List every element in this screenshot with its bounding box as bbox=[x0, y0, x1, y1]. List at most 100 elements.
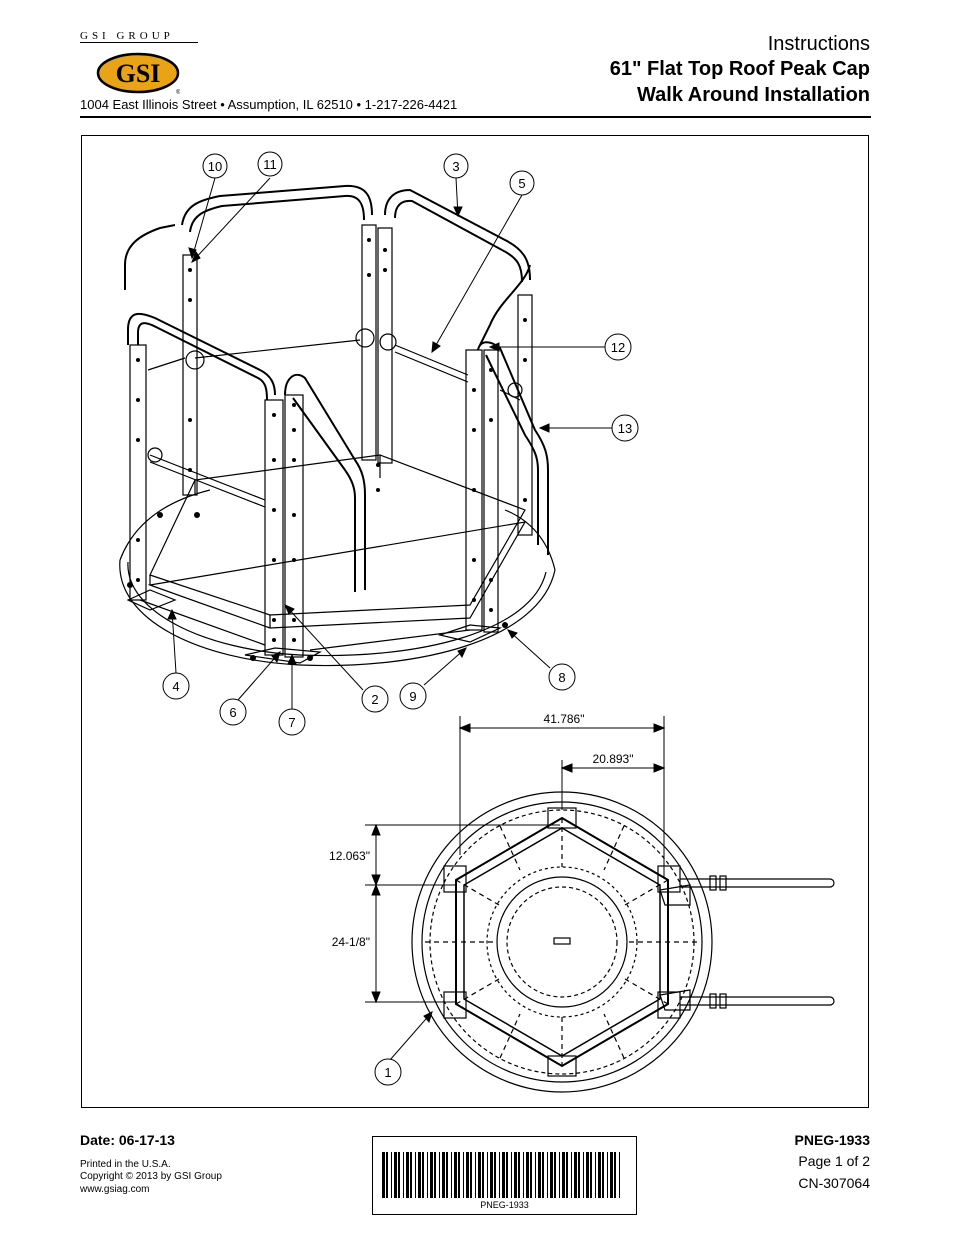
svg-text:®: ® bbox=[176, 89, 180, 96]
base-tabs bbox=[126, 589, 503, 664]
barcode-bar bbox=[391, 1152, 392, 1198]
barcode-bar bbox=[434, 1152, 436, 1198]
barcode-bar bbox=[518, 1152, 520, 1198]
doc-title-line2: Walk Around Installation bbox=[637, 84, 870, 106]
barcode-bar bbox=[454, 1152, 457, 1198]
handrails bbox=[124, 184, 549, 592]
barcode-bar bbox=[526, 1152, 529, 1198]
callout-label: 9 bbox=[409, 689, 416, 704]
barcode-bar bbox=[403, 1152, 404, 1198]
barcode-bar bbox=[559, 1152, 560, 1198]
barcode-bar bbox=[583, 1152, 584, 1198]
barcode-bar bbox=[415, 1152, 416, 1198]
barcode-bar bbox=[470, 1152, 472, 1198]
logo-text: GSI bbox=[116, 59, 161, 88]
dimension-lines bbox=[365, 716, 666, 1061]
company-address: 1004 East Illinois Street • Assumption, … bbox=[80, 97, 458, 112]
barcode-bar bbox=[482, 1152, 484, 1198]
callout-5 bbox=[509, 170, 535, 196]
barcode-bar bbox=[382, 1152, 385, 1198]
barcode-bar bbox=[458, 1152, 460, 1198]
dim-width-half: 20.893" bbox=[593, 752, 634, 766]
barcode-bar bbox=[442, 1152, 445, 1198]
dim-height-upper: 12.063" bbox=[329, 849, 370, 863]
barcode-bar bbox=[586, 1152, 589, 1198]
bolt-holes bbox=[127, 238, 527, 661]
barcode-bar bbox=[550, 1152, 553, 1198]
barcode-bar bbox=[566, 1152, 568, 1198]
doc-type-title: Instructions bbox=[767, 33, 870, 55]
doc-title-line1: 61" Flat Top Roof Peak Cap bbox=[609, 58, 870, 80]
doc-number: PNEG-1933 bbox=[794, 1132, 870, 1148]
barcode-bar bbox=[478, 1152, 481, 1198]
barcode-bar bbox=[502, 1152, 505, 1198]
barcode-bar bbox=[595, 1152, 596, 1198]
callout-9 bbox=[399, 682, 427, 710]
barcode-bar bbox=[530, 1152, 532, 1198]
callout-label: 1 bbox=[384, 1065, 391, 1080]
callout-label: 8 bbox=[558, 670, 565, 685]
figure-frame bbox=[81, 135, 869, 1108]
callout-12 bbox=[604, 333, 632, 361]
dim-width-full: 41.786" bbox=[544, 712, 585, 726]
barcode-bar bbox=[439, 1152, 440, 1198]
callout-label: 11 bbox=[263, 157, 277, 172]
barcode-bar bbox=[394, 1152, 397, 1198]
callout-label: 12 bbox=[611, 340, 625, 355]
barcode-bar bbox=[494, 1152, 496, 1198]
barcode-bar bbox=[466, 1152, 469, 1198]
callout-label: 10 bbox=[208, 159, 222, 174]
cross-bars bbox=[147, 328, 523, 508]
website-link[interactable]: www.gsiag.com bbox=[80, 1184, 150, 1195]
callout-1 bbox=[374, 1058, 402, 1086]
callout-label: 3 bbox=[452, 159, 459, 174]
brand-text: GSI GROUP bbox=[80, 30, 174, 42]
barcode-bar bbox=[511, 1152, 512, 1198]
barcode-bar bbox=[514, 1152, 517, 1198]
callout-10 bbox=[202, 153, 228, 179]
barcode-bar bbox=[475, 1152, 476, 1198]
barcode bbox=[382, 1152, 620, 1198]
callout-7 bbox=[278, 708, 306, 736]
base-hex-frame bbox=[139, 454, 527, 651]
barcode-bar bbox=[614, 1152, 616, 1198]
callout-6 bbox=[219, 698, 247, 726]
brand-rule bbox=[80, 42, 198, 43]
barcode-bar bbox=[607, 1152, 608, 1198]
barcode-bar bbox=[463, 1152, 464, 1198]
callout-13 bbox=[611, 414, 639, 442]
callout-2 bbox=[361, 685, 389, 713]
barcode-bar bbox=[598, 1152, 601, 1198]
barcode-bar bbox=[578, 1152, 580, 1198]
header-rule bbox=[80, 116, 871, 118]
barcode-bar bbox=[410, 1152, 412, 1198]
barcode-bar bbox=[562, 1152, 565, 1198]
barcode-bar bbox=[398, 1152, 400, 1198]
callout-label: 13 bbox=[618, 421, 632, 436]
barcode-bar bbox=[547, 1152, 548, 1198]
callout-label: 7 bbox=[288, 715, 295, 730]
barcode-bar bbox=[619, 1152, 620, 1198]
barcode-bar bbox=[574, 1152, 577, 1198]
callout-label: 2 bbox=[371, 692, 378, 707]
barcode-label: PNEG-1933 bbox=[480, 1200, 529, 1210]
barcode-bar bbox=[386, 1152, 388, 1198]
callout-3 bbox=[443, 153, 469, 179]
barcode-bar bbox=[506, 1152, 508, 1198]
barcode-bar bbox=[602, 1152, 604, 1198]
barcode-bar bbox=[427, 1152, 428, 1198]
callout-label: 6 bbox=[229, 705, 236, 720]
base-ring bbox=[119, 489, 556, 667]
dim-height-lower: 24-1/8" bbox=[332, 935, 370, 949]
barcode-bar bbox=[490, 1152, 493, 1198]
barcode-bar bbox=[542, 1152, 544, 1198]
barcode-bar bbox=[538, 1152, 541, 1198]
barcode-bar bbox=[422, 1152, 424, 1198]
callout-4 bbox=[162, 672, 190, 700]
callout-label: 5 bbox=[518, 176, 525, 191]
barcode-box bbox=[372, 1136, 637, 1215]
cn-number: CN-307064 bbox=[798, 1175, 870, 1191]
barcode-bar bbox=[487, 1152, 488, 1198]
barcode-bar bbox=[451, 1152, 452, 1198]
